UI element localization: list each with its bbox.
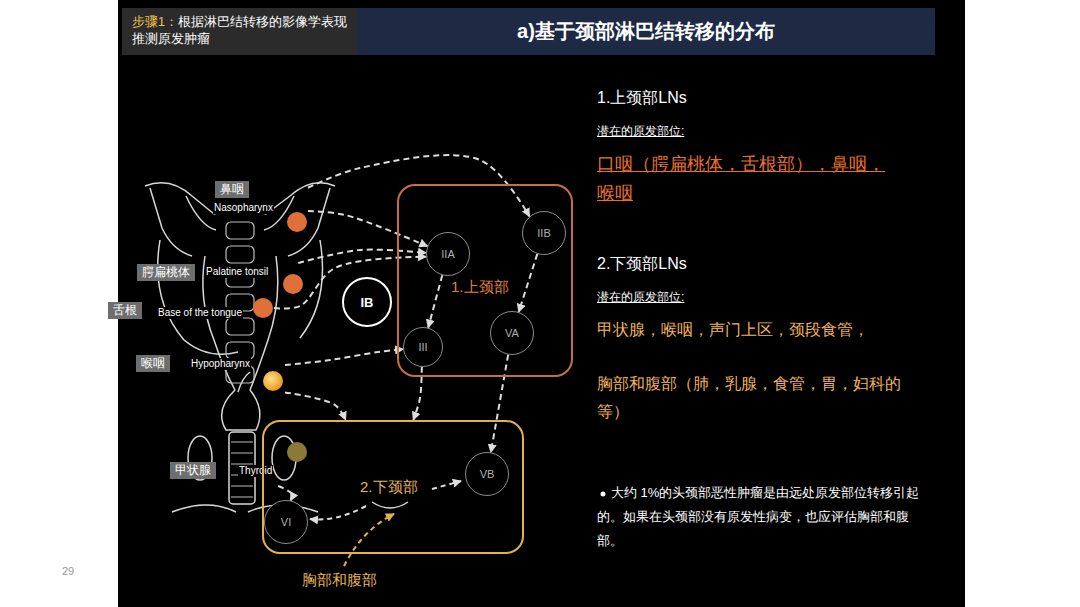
level-label: VA — [505, 327, 519, 339]
bullet-dot — [601, 492, 606, 497]
anatomic-site: 舌根 Base of the tongue — [107, 298, 274, 330]
title-bar — [357, 8, 935, 55]
step-box: 步骤1：根据淋巴结转移的影像学表现推测原发肿瘤 — [122, 8, 357, 55]
metastasis-pathway — [278, 486, 292, 500]
site-label-en: Palatine tonsil — [205, 266, 269, 278]
site-label-zh: 喉咽 — [136, 355, 170, 372]
lymph-node-level: IIB — [522, 211, 566, 255]
primary-site-dot — [253, 298, 273, 318]
lymph-node-level: IIA — [426, 232, 470, 276]
level-label: IIB — [537, 227, 550, 239]
region-label: 1.上颈部 — [451, 278, 509, 297]
bullet-note: 大约 1%的头颈部恶性肿瘤是由远处原发部位转移引起的。如果在头颈部没有原发性病变… — [597, 481, 927, 553]
site-label-zh: 舌根 — [108, 302, 142, 319]
site-label-zh: 甲状腺 — [170, 462, 216, 479]
anatomic-site: 腭扁桃体 Palatine tonsil — [136, 263, 304, 296]
primary-site-dot — [263, 371, 283, 391]
lymph-node-level: VA — [490, 311, 534, 355]
level-label: VB — [480, 468, 495, 480]
region-label: 2.下颈部 — [360, 478, 418, 497]
primary-site-dot — [287, 212, 307, 232]
primary-site-dot — [283, 274, 303, 294]
node-region-box: 2.下颈部 VI VB — [262, 420, 524, 554]
site-list: 甲状腺，喉咽，声门上区，颈段食管， — [597, 320, 927, 341]
metastasis-pathway — [413, 367, 422, 420]
page-number: 29 — [62, 564, 74, 578]
anatomic-site: 甲状腺 Thyroid — [169, 440, 308, 486]
convergence-arc — [372, 502, 408, 508]
slide-ground — [118, 0, 965, 607]
level-label: IB — [361, 295, 374, 310]
site-label-en: Nasopharynx — [213, 202, 274, 214]
metastasis-pathway — [285, 392, 346, 420]
lymph-node-level: IB — [342, 277, 392, 327]
distant-flow-arrow — [344, 514, 394, 566]
level-label: IIA — [441, 248, 454, 260]
flow-arrow — [432, 481, 461, 489]
slide-title: a)基于颈部淋巴结转移的分布 — [357, 8, 935, 55]
lymph-node-level: VB — [465, 452, 509, 496]
metastasis-pathway — [519, 254, 538, 312]
level-label: III — [418, 341, 427, 353]
site-label-en: Base of the tongue — [157, 307, 243, 319]
primary-site-dot — [287, 442, 307, 462]
head-neck-sketch — [145, 183, 335, 512]
node-region-box: 1.上颈部 IIA IIB III VA — [397, 184, 573, 377]
lymph-node-level: III — [403, 327, 443, 367]
metastasis-pathway — [428, 275, 442, 327]
lymph-node-level: VI — [264, 500, 308, 544]
anatomic-site: 喉咽 Hypopharynx — [135, 354, 285, 393]
site-label-en: Thyroid — [238, 465, 273, 477]
subheading: 潜在的原发部位: — [597, 290, 684, 306]
anatomic-site: 鼻咽 Nasopharynx — [212, 180, 308, 232]
metastasis-pathway — [491, 355, 508, 453]
section-heading: 1.上颈部LNs — [597, 88, 687, 109]
level-label: VI — [281, 516, 291, 528]
metastasis-pathway — [285, 349, 403, 365]
site-label-zh: 鼻咽 — [215, 181, 249, 198]
site-label-zh: 腭扁桃体 — [137, 264, 195, 281]
section-heading: 2.下颈部LNs — [597, 254, 687, 275]
step-number: 步骤1： — [132, 15, 178, 29]
flow-arrow — [310, 506, 366, 519]
subheading: 潜在的原发部位: — [597, 124, 684, 140]
site-list: 胸部和腹部（肺，乳腺，食管，胃，妇科的等） — [597, 370, 917, 426]
site-list: 口咽（腭扁桃体，舌根部），鼻咽，喉咽 — [597, 150, 897, 208]
distant-site-label: 胸部和腹部 — [302, 570, 377, 590]
metastasis-pathway — [308, 211, 427, 246]
site-label-en: Hypopharynx — [190, 358, 251, 370]
